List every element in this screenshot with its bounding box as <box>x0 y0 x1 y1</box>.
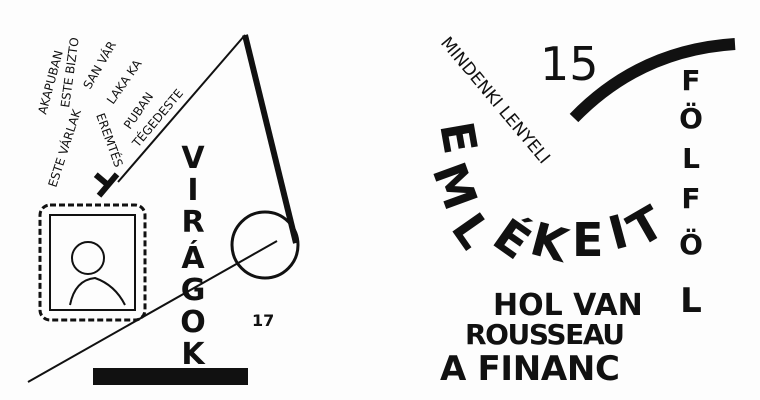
title-letter: G <box>181 273 206 308</box>
base-bar <box>93 368 248 385</box>
line-rousseau: ROUSSEAU <box>465 318 625 351</box>
title-letter: K <box>181 337 206 372</box>
line-hol-van: HOL VAN <box>493 288 643 323</box>
vertical-letter: L <box>680 281 702 321</box>
vertical-letter: Ö <box>679 101 703 135</box>
title-letter: R <box>181 205 204 240</box>
vertical-word-folfol: F Ö L F Ö L <box>679 64 703 321</box>
fragment-eremtes: EREMTÉS <box>93 111 126 169</box>
vertical-letter: L <box>682 142 700 175</box>
page-number-right: 15 <box>540 37 599 91</box>
thick-slope-line <box>242 34 299 244</box>
title-letter: Á <box>181 240 205 276</box>
vertical-letter: F <box>681 182 700 215</box>
thin-slope-line <box>117 34 246 183</box>
t-mark <box>93 172 120 198</box>
page-number-left: 17 <box>252 311 274 330</box>
picture-frame <box>38 203 147 322</box>
vertical-letter: F <box>681 64 700 97</box>
circle-shape <box>230 210 300 280</box>
title-letter: V <box>181 141 205 176</box>
fragment-este-varlak: ESTE VÁRLAK <box>45 106 85 189</box>
fragment-este-bizto: ESTE BIZTO <box>58 36 82 108</box>
arc-letter: E <box>429 118 488 158</box>
diagonal-line <box>27 240 278 383</box>
arc-stroke <box>569 38 736 123</box>
line-a-financ: A FINANC <box>440 349 620 389</box>
title-letter: I <box>187 173 198 208</box>
vertical-letter: Ö <box>679 227 703 261</box>
fragment-san-var: SAN VÁR <box>80 38 119 91</box>
arc-letter: E <box>572 213 603 267</box>
title-letter: O <box>180 305 206 340</box>
arc-word-emlekeit: E M L É K E I T <box>422 118 674 274</box>
title-viragok: V I R Á G O K <box>180 141 206 372</box>
